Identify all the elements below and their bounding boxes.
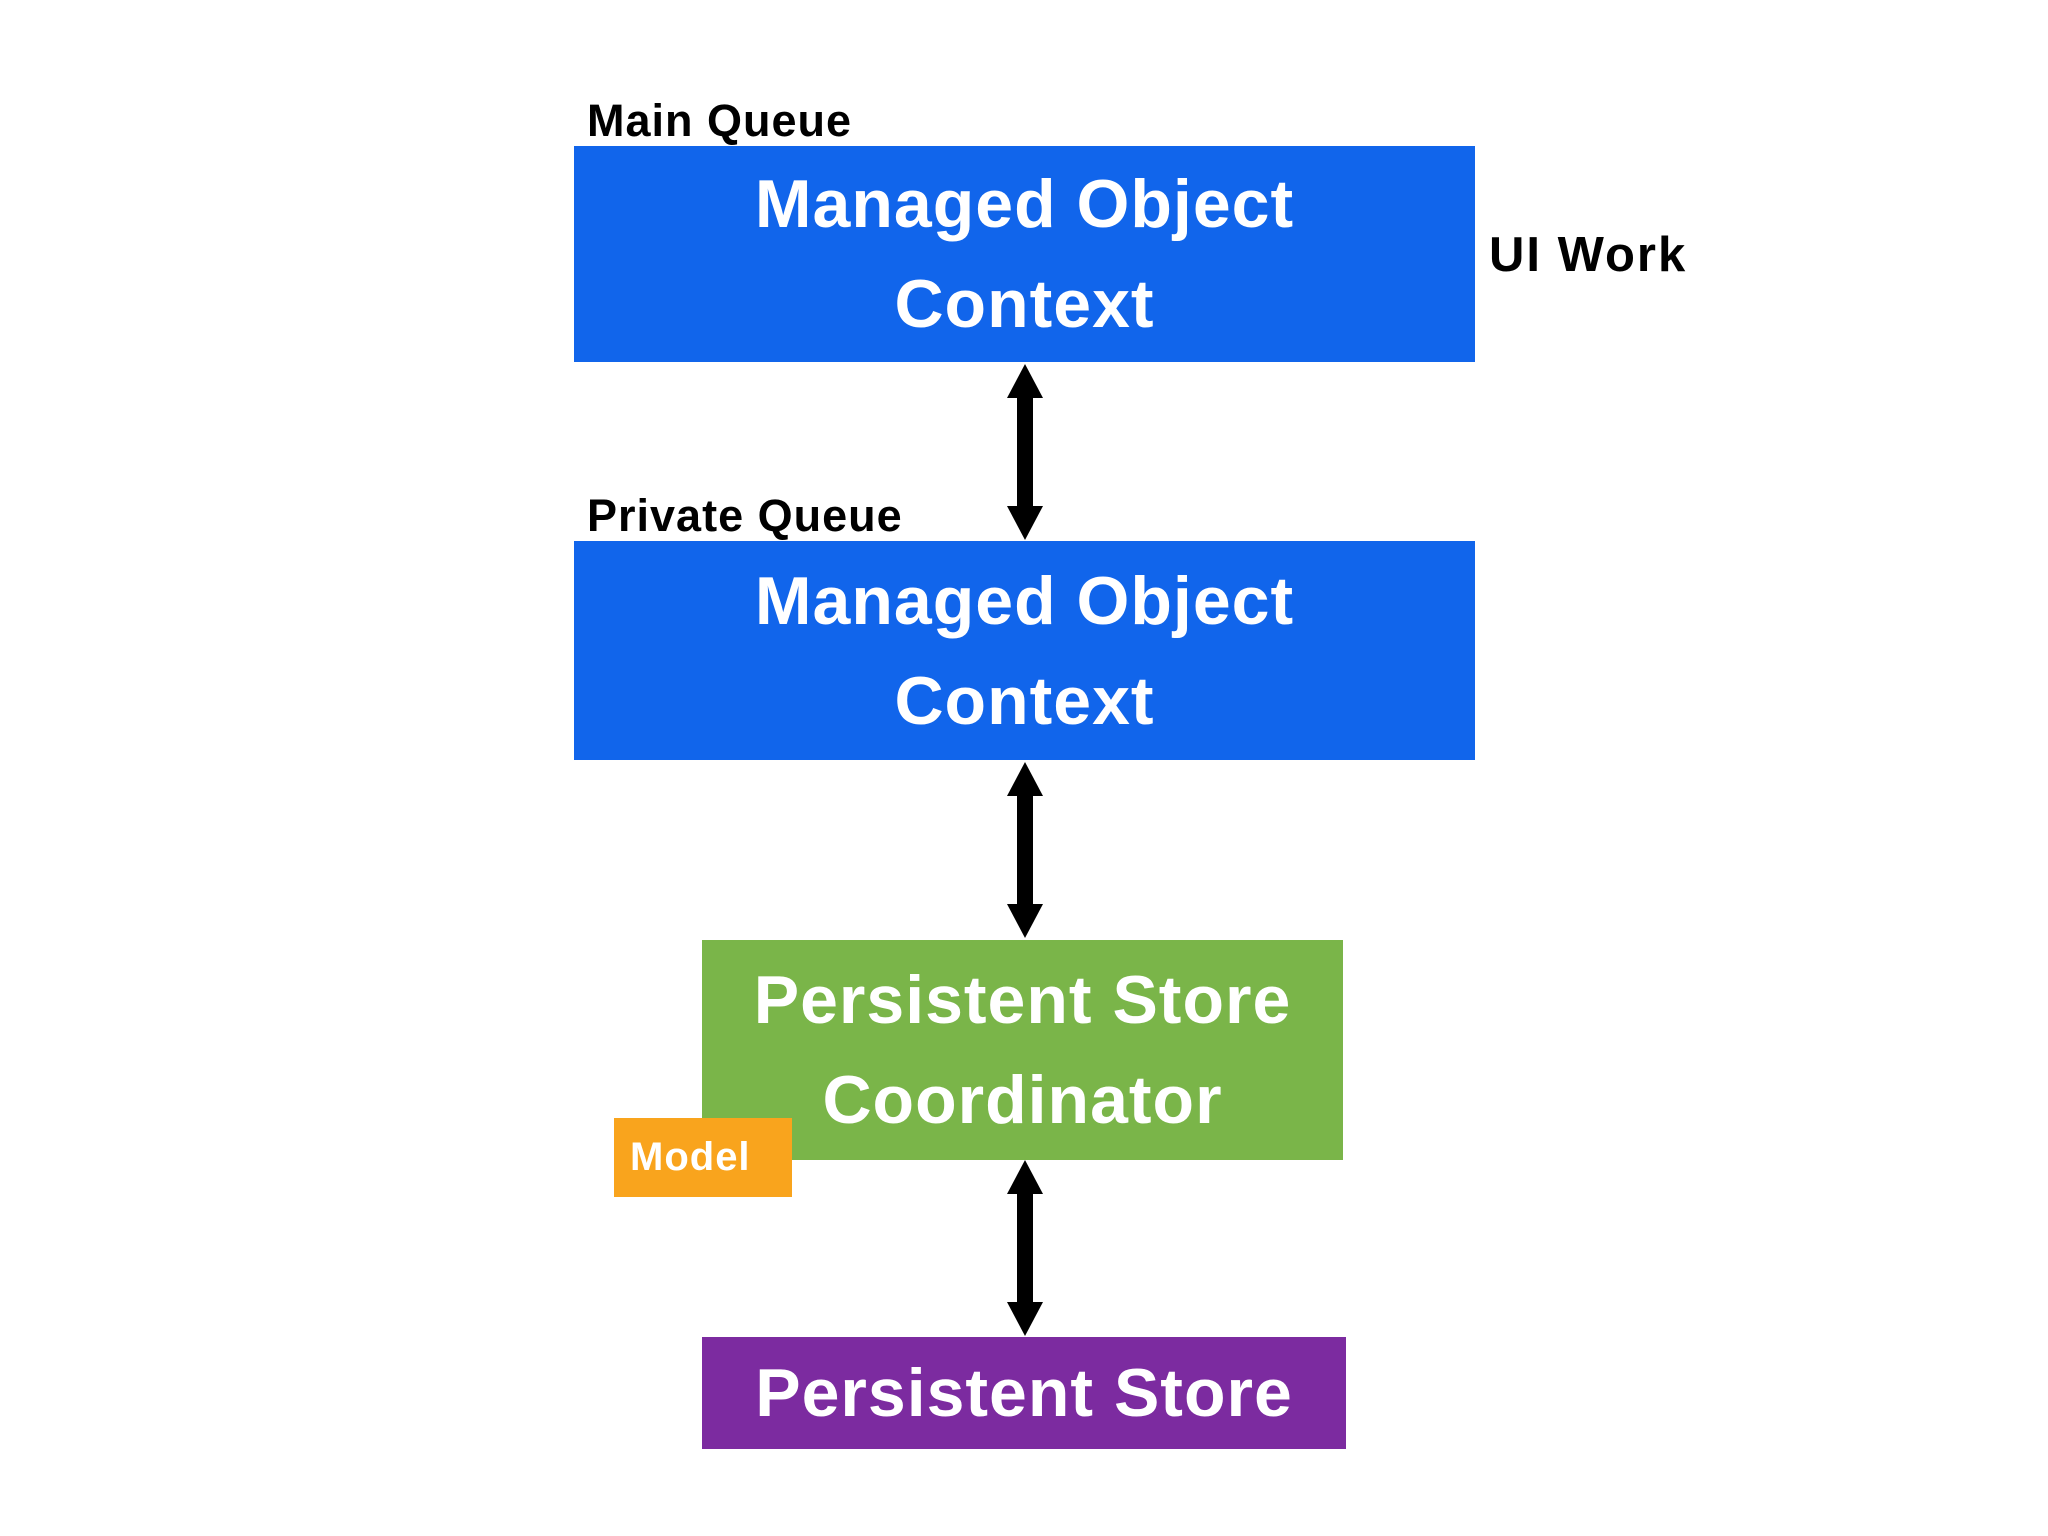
box-text-line: Coordinator [822,1062,1223,1138]
main-queue-label: Main Queue [587,95,853,146]
model-badge: Model [614,1118,792,1197]
box-text-line: Context [894,266,1155,342]
double-arrow-icon [1005,1160,1045,1336]
box-text-line: Context [894,662,1155,739]
double-arrow-icon [1005,364,1045,540]
box-text-line: Managed Object [754,562,1295,639]
managed-object-context-main-box: Managed Object Context [574,146,1475,362]
persistent-store-box: Persistent Store [702,1337,1346,1449]
private-queue-label: Private Queue [587,490,903,541]
persistent-store-coordinator-box: Persistent Store Coordinator [702,940,1343,1160]
box-text-line: Persistent Store [753,962,1292,1038]
box-text-line: Persistent Store [755,1355,1293,1431]
ui-work-label: UI Work [1489,228,1688,282]
managed-object-context-private-box: Managed Object Context [574,541,1475,760]
box-text-line: Managed Object [754,166,1295,242]
double-arrow-icon [1005,762,1045,938]
